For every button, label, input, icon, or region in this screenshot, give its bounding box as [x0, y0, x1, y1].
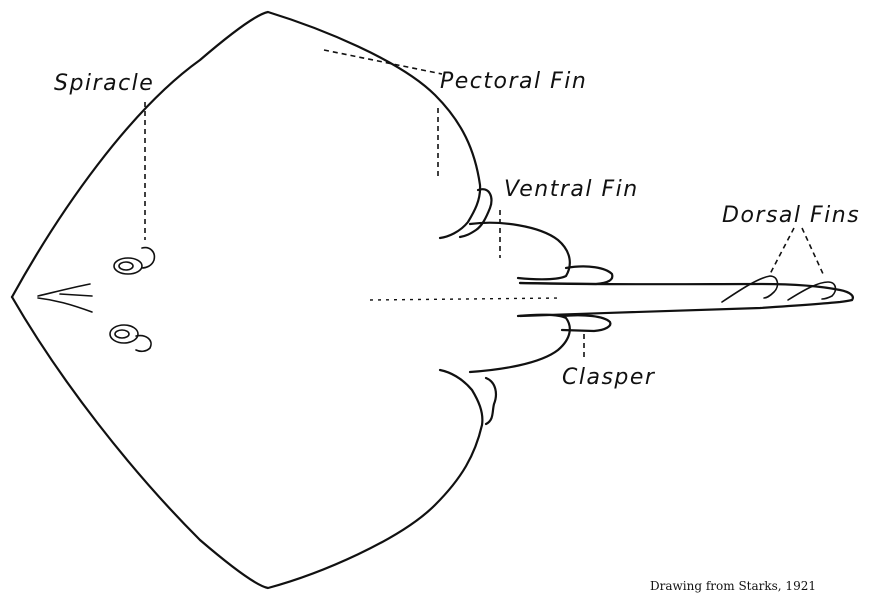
label-dorsal-fins: Dorsal Fins	[722, 203, 860, 228]
eye-lower	[110, 325, 151, 351]
tail-lower-edge	[520, 300, 852, 316]
label-pectoral-fin: Pectoral Fin	[440, 69, 587, 94]
label-spiracle: Spiracle	[54, 71, 154, 96]
dorsal-fins-leader-2	[802, 228, 824, 276]
midline	[370, 298, 560, 300]
ventral-fin-upper	[460, 189, 492, 237]
pelvic-lobe-upper	[470, 223, 570, 280]
label-clasper: Clasper	[562, 365, 656, 390]
ventral-fin-lower	[486, 378, 496, 424]
dorsal-fin-1	[722, 276, 777, 302]
label-ventral-fin: Ventral Fin	[504, 177, 639, 202]
snout-line	[38, 284, 92, 312]
pelvic-lobe-lower	[470, 315, 570, 372]
snout-inner	[60, 294, 92, 296]
disc-outline-lower	[12, 297, 482, 588]
dorsal-fins-leader-1	[770, 228, 794, 274]
eye-upper	[114, 248, 154, 274]
disc-outline	[12, 12, 480, 297]
pectoral-fin-leader-horizontal	[324, 50, 442, 74]
drawing-credit: Drawing from Starks, 1921	[650, 579, 816, 593]
